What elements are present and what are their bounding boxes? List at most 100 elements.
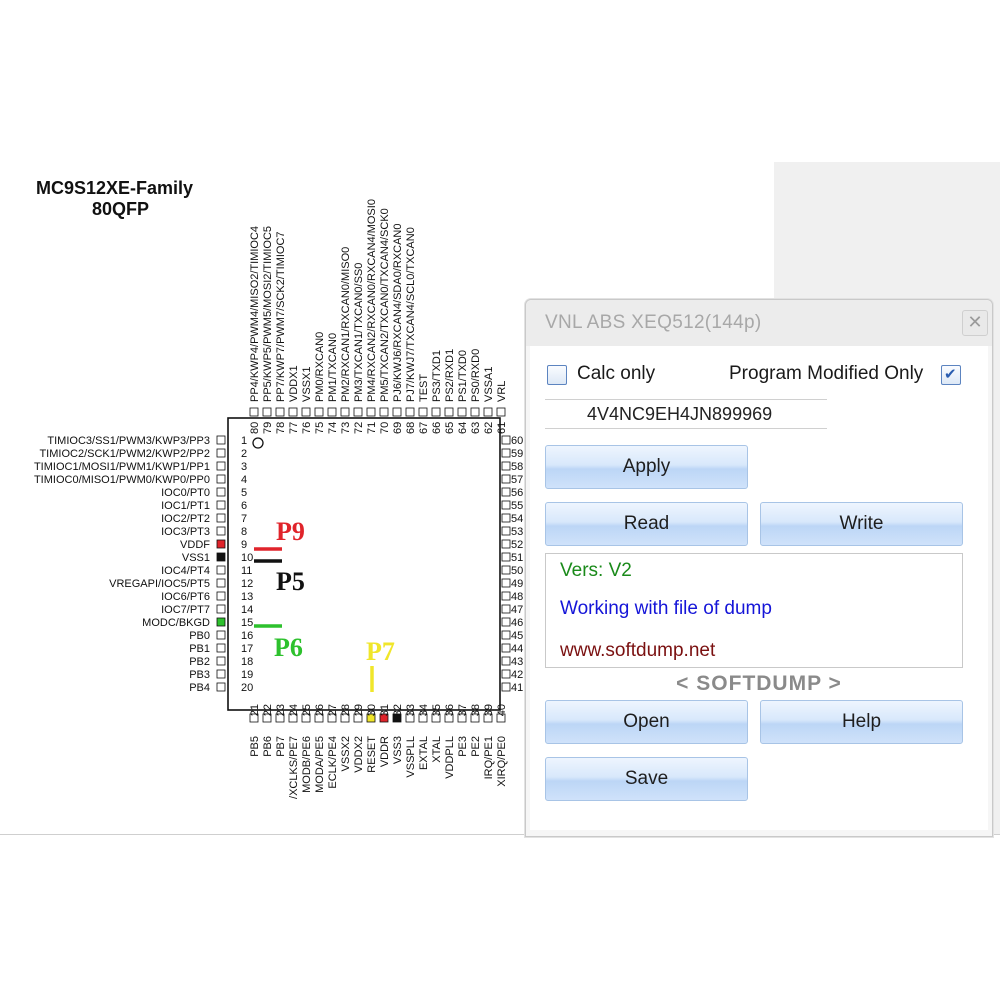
- calc-only-label: Calc only: [577, 363, 656, 384]
- pin-number-67: 67: [418, 422, 430, 434]
- pin-box-22: [262, 713, 272, 723]
- pin-number-6: 6: [241, 500, 247, 512]
- pin-number-35: 35: [431, 704, 443, 716]
- pin-box-40: [496, 713, 506, 723]
- chip-title: MC9S12XE-Family: [36, 178, 193, 198]
- pin-number-79: 79: [262, 422, 274, 434]
- close-button[interactable]: ✕: [962, 310, 988, 336]
- pin-number-19: 19: [241, 669, 253, 681]
- pin-box-10: [216, 552, 226, 562]
- pin-number-54: 54: [511, 513, 523, 525]
- pin-box-25: [301, 713, 311, 723]
- pin-number-56: 56: [511, 487, 523, 499]
- pin-label-17: PB1: [189, 643, 210, 655]
- log-panel[interactable]: Vers: V2 Working with file of dump www.s…: [545, 553, 963, 668]
- pin-box-60: [501, 435, 511, 445]
- pin-number-53: 53: [511, 526, 523, 538]
- pin-box-19: [216, 669, 226, 679]
- pin-label-6: IOC1/PT1: [161, 500, 210, 512]
- pin-number-76: 76: [301, 422, 313, 434]
- pin-label-13: IOC6/PT6: [161, 591, 210, 603]
- pin-label-25: MODB/PE6: [301, 736, 313, 793]
- calc-only-checkbox[interactable]: [547, 365, 567, 385]
- pin-box-11: [216, 565, 226, 575]
- pin-number-9: 9: [241, 539, 247, 551]
- pin-label-37: PE3: [457, 736, 469, 757]
- pin-number-16: 16: [241, 630, 253, 642]
- pin-number-72: 72: [353, 422, 365, 434]
- pin-label-74: PM1/TXCAN0: [327, 333, 339, 402]
- pin-label-7: IOC2/PT2: [161, 513, 210, 525]
- p7-marker-label: P7: [366, 637, 395, 666]
- code-input[interactable]: [545, 399, 827, 429]
- pin-label-24: /XCLKS/PE7: [288, 736, 300, 799]
- pin-box-63: [470, 407, 480, 417]
- pin-number-38: 38: [470, 704, 482, 716]
- pin-label-62: VSSA1: [483, 367, 495, 402]
- pin-label-71: PM4/RXCAN2/RXCAN0/RXCAN4/MOSI0: [366, 199, 378, 402]
- pin-box-72: [353, 407, 363, 417]
- pin-number-69: 69: [392, 422, 404, 434]
- pin-box-65: [444, 407, 454, 417]
- program-modified-checkbox[interactable]: ✔: [941, 365, 961, 385]
- pin-box-67: [418, 407, 428, 417]
- pin-number-74: 74: [327, 422, 339, 434]
- pin-number-27: 27: [327, 704, 339, 716]
- pin-box-77: [288, 407, 298, 417]
- read-button[interactable]: Read: [545, 502, 748, 546]
- pin-label-80: PP4/KWP4/PWM4/MISO2/TIMIOC4: [249, 226, 261, 402]
- pin-number-34: 34: [418, 704, 430, 716]
- pin-box-20: [216, 682, 226, 692]
- pin-box-57: [501, 474, 511, 484]
- pin-box-48: [501, 591, 511, 601]
- log-line-status: Working with file of dump: [560, 598, 772, 619]
- pin-label-39: IRQ/PE1: [483, 736, 495, 779]
- pin-box-41: [501, 682, 511, 692]
- pin-label-65: PS2/RXD1: [444, 349, 456, 402]
- pin-box-73: [340, 407, 350, 417]
- pin-number-21: 21: [249, 704, 261, 716]
- pin-number-80: 80: [249, 422, 261, 434]
- pin-number-58: 58: [511, 461, 523, 473]
- pin-label-11: IOC4/PT4: [161, 565, 210, 577]
- pin-label-31: VDDR: [379, 736, 391, 767]
- pin-box-75: [314, 407, 324, 417]
- pinout-diagram: MC9S12XE-Family 80QFP 1TIMIOC3/SS1/PWM3/…: [34, 178, 523, 799]
- pin-label-72: PM3/TXCAN1/TXCAN0/SS0: [353, 263, 365, 402]
- pin-number-43: 43: [511, 656, 523, 668]
- dialog-titlebar[interactable]: VNL ABS XEQ512(144p) ✕: [526, 300, 992, 346]
- softdump-brand: < SOFTDUMP >: [676, 672, 842, 695]
- chip-package: 80QFP: [92, 199, 149, 219]
- pin-box-17: [216, 643, 226, 653]
- pin-label-68: PJ7/KWJ7/TXCAN4/SCL0/TXCAN0: [405, 227, 417, 402]
- p9-marker-label: P9: [276, 517, 305, 546]
- pin-label-16: PB0: [189, 630, 210, 642]
- pin-box-76: [301, 407, 311, 417]
- pin-label-3: TIMIOC1/MOSI1/PWM1/KWP1/PP1: [34, 461, 210, 473]
- pin-box-9: [216, 539, 226, 549]
- pin-box-58: [501, 461, 511, 471]
- pin-label-26: MODA/PE5: [314, 736, 326, 793]
- pin-label-18: PB2: [189, 656, 210, 668]
- pin-number-25: 25: [301, 704, 313, 716]
- chip-body: [227, 417, 501, 711]
- open-button[interactable]: Open: [545, 700, 748, 744]
- pin-box-8: [216, 526, 226, 536]
- dialog-client-area: Calc only Program Modified Only ✔ Apply …: [530, 346, 988, 830]
- pin-box-30: [366, 713, 376, 723]
- apply-button[interactable]: Apply: [545, 445, 748, 489]
- pin-number-39: 39: [483, 704, 495, 716]
- write-button[interactable]: Write: [760, 502, 963, 546]
- pin-number-37: 37: [457, 704, 469, 716]
- pin-number-51: 51: [511, 552, 523, 564]
- close-icon: ✕: [967, 312, 983, 332]
- help-button[interactable]: Help: [760, 700, 963, 744]
- pin-number-2: 2: [241, 448, 247, 460]
- pin-label-70: PM5/TXCAN2/TXCAN0/TXCAN4/SCK0: [379, 208, 391, 402]
- pin-label-27: ECLK/PE4: [327, 736, 339, 789]
- pin-label-23: PB7: [275, 736, 287, 757]
- save-button[interactable]: Save: [545, 757, 748, 801]
- pin-number-23: 23: [275, 704, 287, 716]
- pin-number-26: 26: [314, 704, 326, 716]
